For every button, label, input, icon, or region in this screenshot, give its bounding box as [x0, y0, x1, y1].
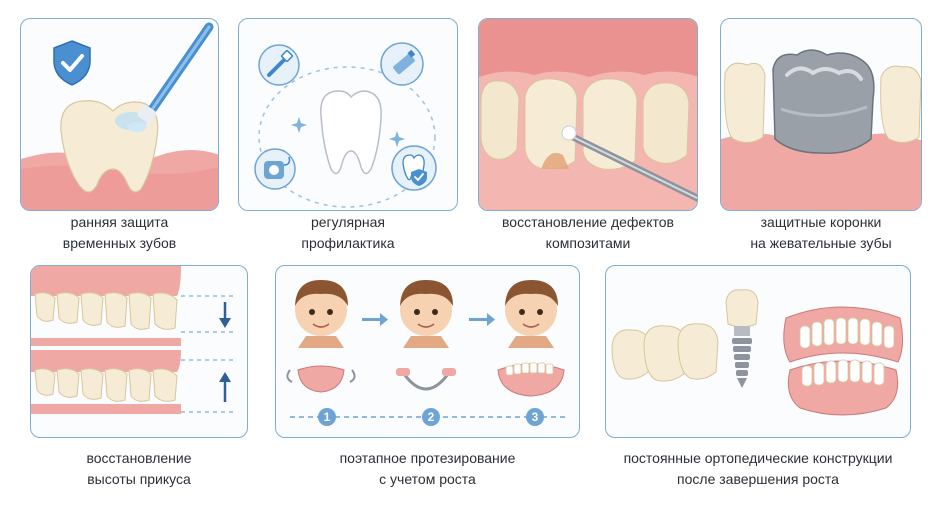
toothbrush-icon [257, 43, 301, 87]
step-badge-2: 2 [422, 408, 440, 426]
arrow-down-icon [217, 300, 233, 330]
caption-permanent: постоянные ортопедические конструкции по… [623, 450, 893, 487]
caption-bite-height: восстановление высоты прикуса [86, 450, 192, 487]
caption-composite-restoration: восстановление дефектов композитами [502, 214, 674, 251]
dental-floss-icon [253, 147, 297, 191]
panel-crowns [720, 18, 922, 211]
shield-check-icon [51, 39, 93, 87]
panel-permanent [605, 265, 911, 438]
caption-crowns: защитные коронки на жевательные зубы [750, 214, 892, 251]
arrow-up-icon [217, 370, 233, 404]
child-face [295, 280, 348, 348]
step-badge-1: 1 [318, 408, 336, 426]
applicator-brush-icon [121, 19, 218, 139]
tooth-shield-icon [389, 143, 439, 193]
panel-composite-restoration [478, 18, 698, 211]
panel-staged-prosthetics: 1 2 3 [275, 265, 580, 438]
caption-early-protection: ранняя защита временных зубов [62, 214, 177, 251]
step-badge-3: 3 [526, 408, 544, 426]
caption-prophylaxis: регулярная профилактика [301, 214, 395, 251]
caption-staged-prosthetics: поэтапное протезирование с учетом роста [339, 450, 516, 487]
panel-bite-height [30, 265, 248, 438]
panel-prophylaxis [238, 18, 458, 211]
dental-instrument-icon [559, 119, 697, 210]
toothpaste-icon [379, 41, 425, 87]
panel-early-protection [20, 18, 219, 211]
